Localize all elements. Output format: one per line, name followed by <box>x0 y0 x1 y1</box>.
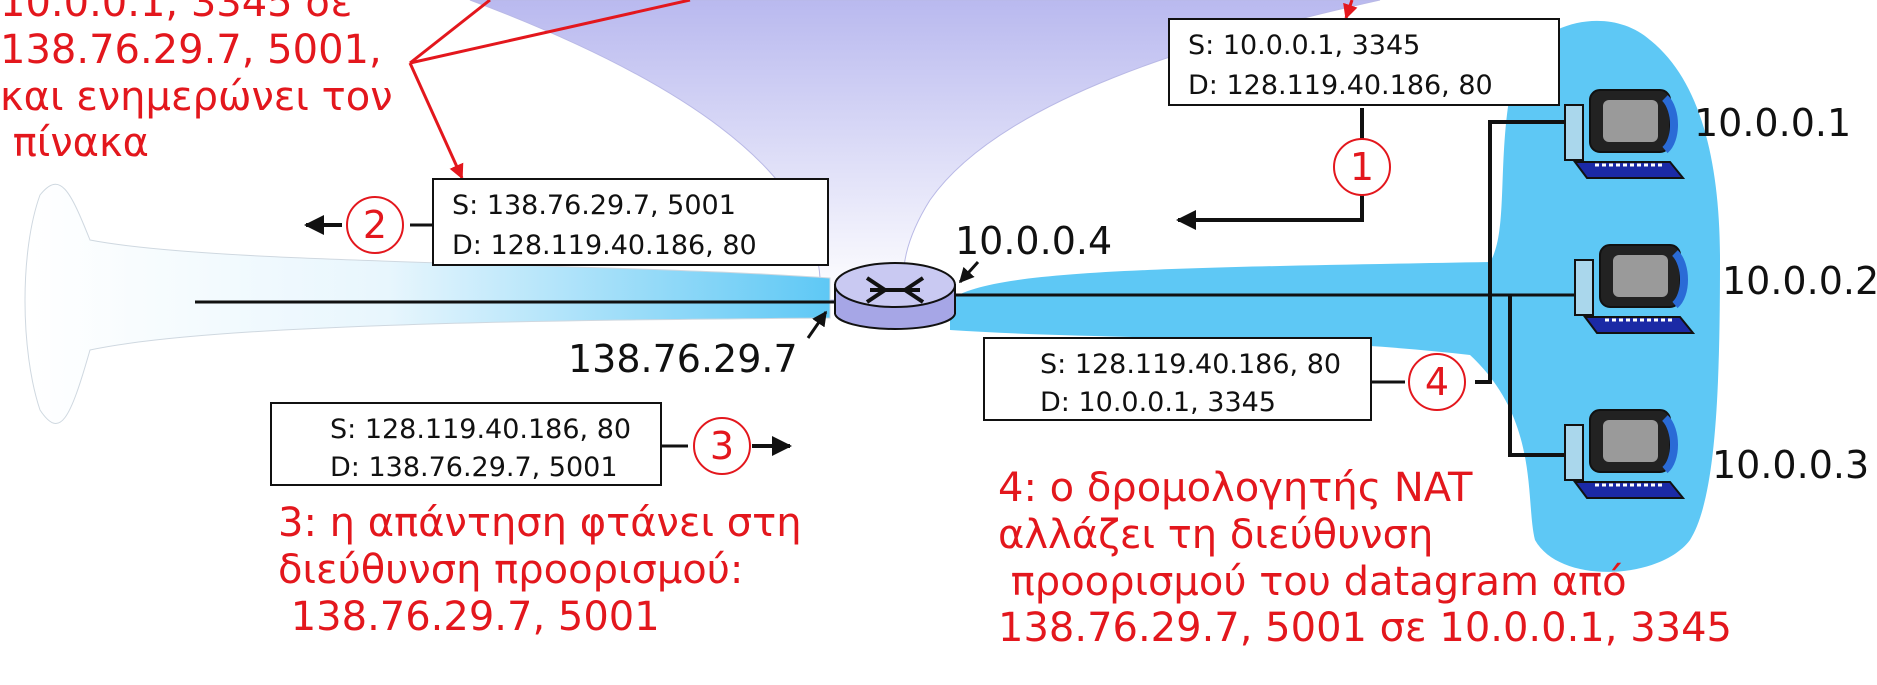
packet-destination: D: 128.119.40.186, 80 <box>452 232 757 259</box>
packet-box-1: S: 10.0.0.1, 3345 D: 128.119.40.186, 80 <box>1168 18 1560 106</box>
lan-addr-pointer <box>960 262 978 282</box>
host1-address: 10.0.0.1 <box>1694 104 1851 142</box>
host2-address: 10.0.0.2 <box>1722 262 1877 300</box>
host3-address: 10.0.0.3 <box>1712 446 1869 484</box>
annotation-step4: 4: ο δρομολογητής NAT αλλάζει τη διεύθυν… <box>998 465 1732 652</box>
packet-box-3: S: 128.119.40.186, 80 D: 138.76.29.7, 50… <box>270 402 662 486</box>
packet-box-4: S: 128.119.40.186, 80 D: 10.0.0.1, 3345 <box>983 337 1372 421</box>
annotation-step3: 3: η απάντηση φτάνει στη διεύθυνση προορ… <box>278 500 802 640</box>
annotation-arrow <box>410 63 462 178</box>
packet-source: S: 128.119.40.186, 80 <box>1040 351 1341 378</box>
packet-source: S: 138.76.29.7, 5001 <box>452 192 736 219</box>
router-icon <box>835 263 955 329</box>
step-1-marker: 1 <box>1333 138 1391 196</box>
packet-destination: D: 138.76.29.7, 5001 <box>330 454 618 481</box>
packet-source: S: 10.0.0.1, 3345 <box>1188 32 1420 59</box>
packet-box-2: S: 138.76.29.7, 5001 D: 128.119.40.186, … <box>432 178 829 266</box>
packet-destination: D: 10.0.0.1, 3345 <box>1040 389 1276 416</box>
step-3-marker: 3 <box>693 417 751 475</box>
router-lan-address: 10.0.0.4 <box>955 222 1112 260</box>
packet-destination: D: 128.119.40.186, 80 <box>1188 72 1493 99</box>
step-4-marker: 4 <box>1408 353 1466 411</box>
router-wan-address: 138.76.29.7 <box>568 340 798 378</box>
annotation-step2: 10.0.0.1, 3345 σε 138.76.29.7, 5001, και… <box>0 0 393 167</box>
packet-source: S: 128.119.40.186, 80 <box>330 416 631 443</box>
step-2-marker: 2 <box>346 196 404 254</box>
